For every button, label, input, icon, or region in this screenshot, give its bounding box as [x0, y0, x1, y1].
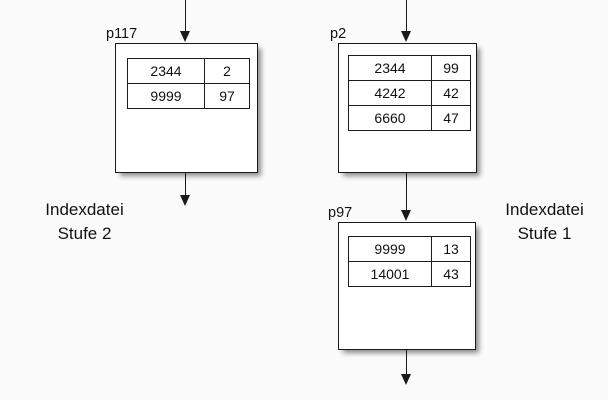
index-table-p117: 2344 2 9999 97: [127, 58, 250, 109]
arrow-p2-to-p97-head: [400, 210, 411, 221]
pointer-cell: 99: [431, 55, 471, 81]
key-cell: 9999: [348, 236, 432, 262]
index-table-p97: 9999 13 14001 43: [348, 236, 471, 287]
key-cell: 14001: [348, 261, 432, 287]
arrow-into-p2-line: [406, 0, 407, 33]
key-cell: 6660: [348, 105, 432, 131]
table-row: 9999 13: [348, 236, 471, 262]
table-row: 9999 97: [127, 83, 250, 109]
arrow-out-of-p97-line: [406, 350, 407, 376]
table-row: 2344 2: [127, 58, 250, 84]
table-row: 14001 43: [348, 261, 471, 287]
caption-right-line1: Indexdatei: [505, 200, 584, 219]
key-cell: 2344: [348, 55, 432, 81]
arrow-p2-to-p97-line: [406, 173, 407, 212]
block-label-p97: p97: [328, 205, 353, 221]
caption-right-line2: Stufe 1: [517, 224, 572, 244]
table-row: 2344 99: [348, 55, 471, 81]
pointer-cell: 13: [431, 236, 471, 262]
caption-left-line2: Stufe 2: [57, 224, 112, 244]
pointer-cell: 2: [204, 58, 250, 84]
block-label-p117: p117: [106, 26, 138, 42]
arrow-into-p117-head: [179, 31, 190, 42]
index-table-p2: 2344 99 4242 42 6660 47: [348, 55, 471, 131]
arrow-out-of-p117-head: [179, 195, 190, 206]
arrow-out-of-p117-line: [185, 173, 186, 197]
key-cell: 9999: [127, 83, 205, 109]
pointer-cell: 42: [431, 80, 471, 106]
block-label-p2: p2: [330, 26, 347, 42]
key-cell: 2344: [127, 58, 205, 84]
pointer-cell: 97: [204, 83, 250, 109]
table-row: 6660 47: [348, 105, 471, 131]
arrow-into-p117-line: [185, 0, 186, 33]
caption-left: Indexdatei Stufe 2: [12, 198, 157, 246]
caption-left-line1: Indexdatei: [45, 200, 124, 219]
pointer-cell: 43: [431, 261, 471, 287]
table-row: 4242 42: [348, 80, 471, 106]
arrow-out-of-p97-head: [400, 374, 411, 385]
arrow-into-p2-head: [400, 31, 411, 42]
key-cell: 4242: [348, 80, 432, 106]
pointer-cell: 47: [431, 105, 471, 131]
caption-right: Indexdatei Stufe 1: [487, 198, 602, 246]
